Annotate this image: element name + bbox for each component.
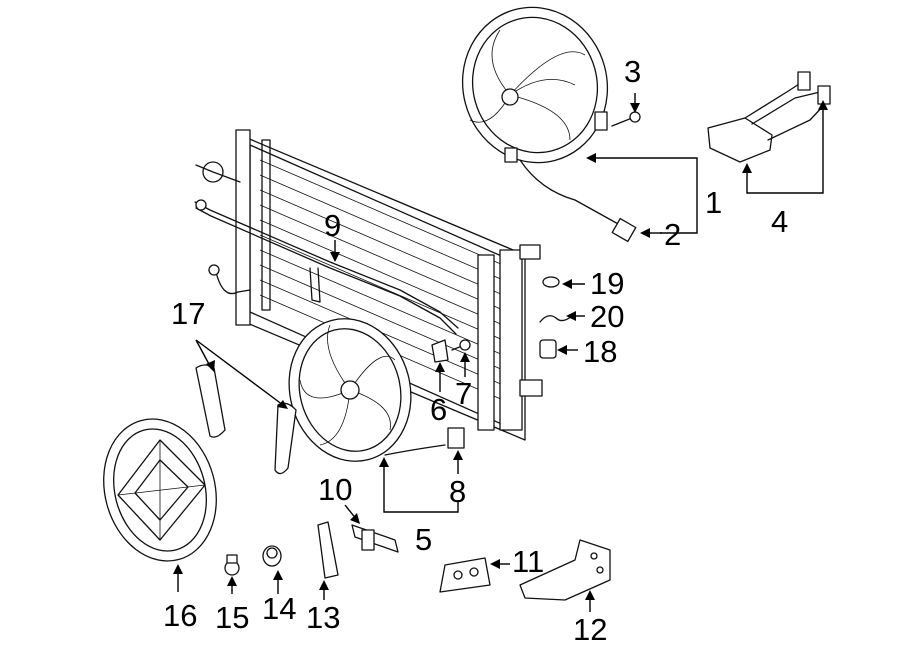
leader-lines (173, 93, 828, 612)
callout-12: 12 (573, 612, 607, 647)
bracket-part-11 (439, 557, 491, 593)
callout-11: 11 (512, 544, 544, 579)
grommet-part-14 (262, 545, 282, 567)
callout-8: 8 (449, 474, 466, 509)
bracket-part-10 (351, 524, 399, 553)
callout-2: 2 (664, 217, 681, 252)
callout-20: 20 (590, 299, 624, 334)
callout-1: 1 (705, 185, 722, 220)
callout-labels: 1 2 3 4 5 6 7 8 9 10 11 12 13 14 15 16 1… (163, 54, 788, 647)
callout-18: 18 (583, 334, 617, 369)
bracket-part-13 (317, 521, 339, 579)
callout-9: 9 (324, 208, 341, 243)
callout-10: 10 (318, 472, 352, 507)
callout-4: 4 (771, 204, 788, 239)
upper-fan-part-1 (461, 6, 637, 243)
callout-17: 17 (171, 296, 205, 331)
bolt-part-7 (451, 339, 471, 351)
callout-3: 3 (624, 54, 641, 89)
callout-16: 16 (163, 598, 197, 633)
plug-part-18 (539, 339, 557, 359)
bolt-part-3 (611, 111, 641, 127)
lower-fan-part-5 (288, 318, 465, 462)
bracket-part-6 (431, 339, 449, 363)
shroud-part-16 (103, 418, 217, 562)
callout-13: 13 (306, 600, 340, 635)
clip-part-20 (539, 315, 573, 323)
callout-7: 7 (455, 376, 472, 411)
strips-part-17 (195, 364, 297, 475)
bracket-part-12 (519, 539, 611, 601)
callout-5: 5 (415, 522, 432, 557)
callout-6: 6 (430, 392, 447, 427)
callout-19: 19 (590, 266, 624, 301)
clip-part-15 (224, 554, 240, 576)
callout-15: 15 (215, 600, 249, 635)
oring-part-19 (542, 276, 560, 288)
resistor-part-4 (707, 71, 831, 163)
callout-14: 14 (262, 591, 296, 626)
line-part-9 (194, 199, 459, 335)
